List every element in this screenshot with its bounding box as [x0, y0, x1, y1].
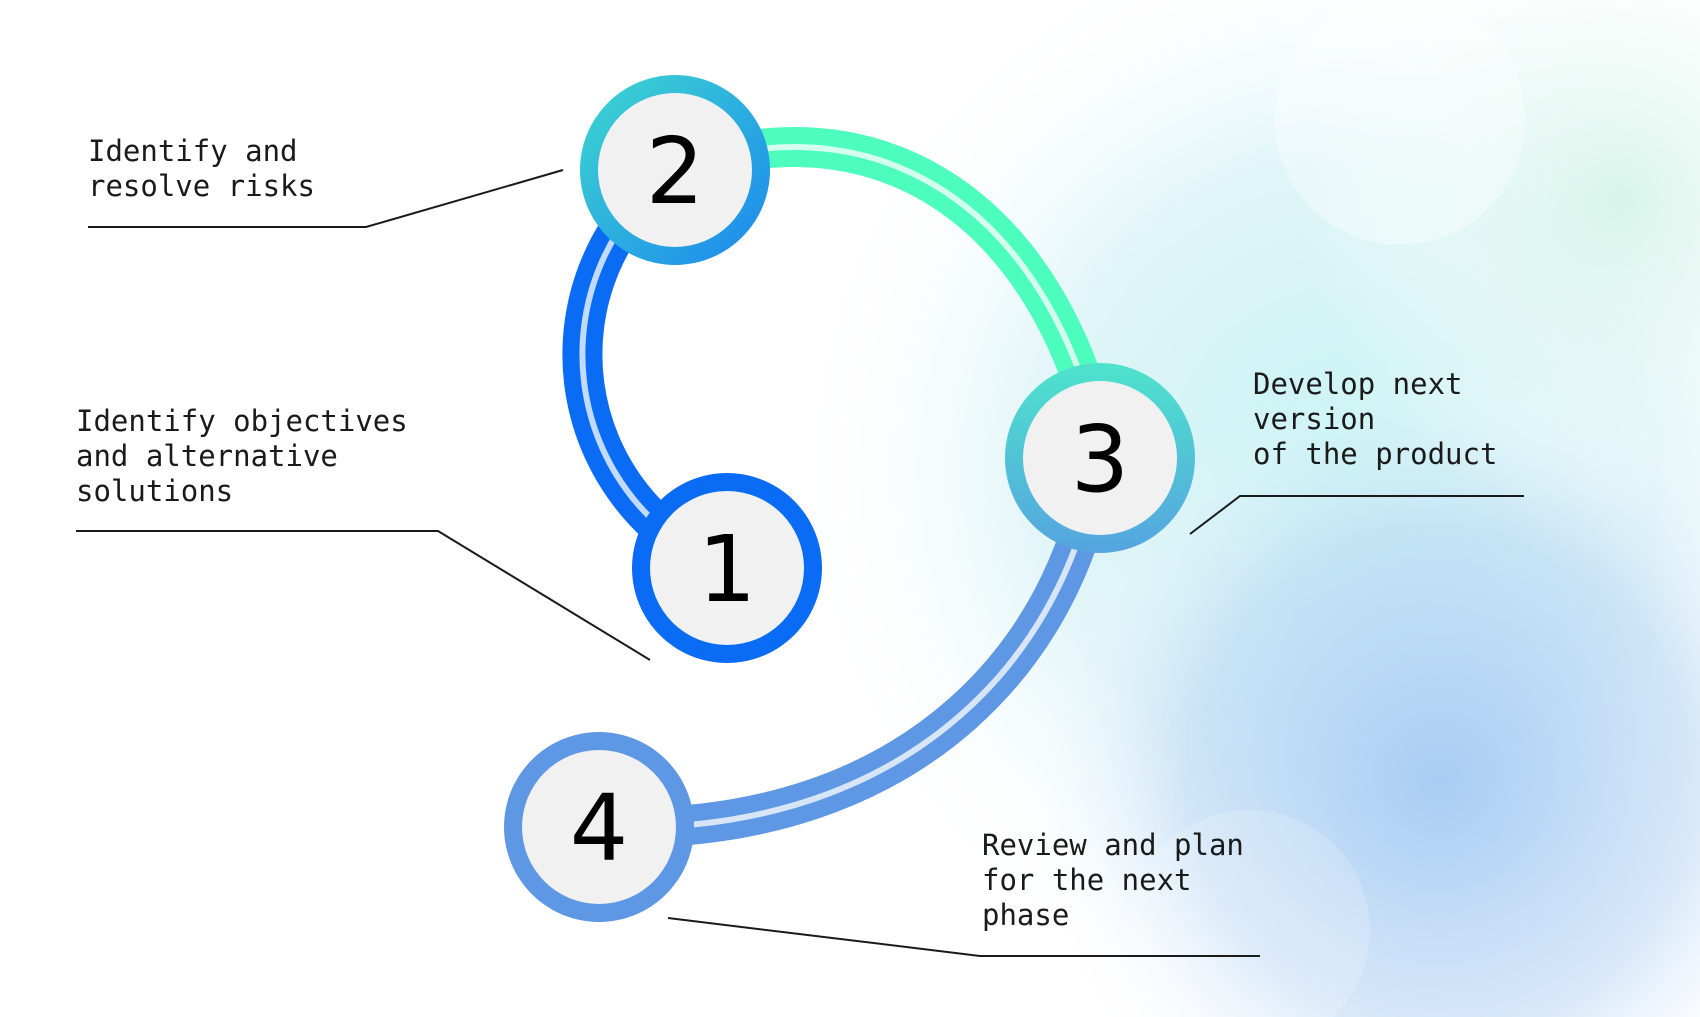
- step-node-disc-2: [598, 93, 752, 247]
- step-label-4-line-2: for the next: [982, 863, 1192, 897]
- step-nodes: 1 2 3 4: [504, 75, 1195, 922]
- step-label-2-line-1: Identify and: [88, 134, 298, 168]
- step-label-3-line-2: version: [1253, 402, 1375, 436]
- step-label-1-line-2: and alternative: [76, 439, 338, 473]
- step-node-2: 2: [580, 75, 770, 265]
- step-number-3: 3: [1071, 406, 1130, 513]
- step-number-4: 4: [570, 775, 629, 882]
- leader-line-step-2: [88, 169, 564, 228]
- leader-line-step-1: [76, 530, 651, 661]
- step-label-3-line-1: Develop next: [1253, 367, 1463, 401]
- step-label-1-line-1: Identify objectives: [76, 404, 408, 438]
- leader-lines: [76, 169, 1524, 957]
- step-node-1: 1: [632, 473, 822, 663]
- step-node-disc-3: [1023, 381, 1177, 535]
- step-label-2-line-2: resolve risks: [88, 169, 315, 203]
- step-label-3-line-3: of the product: [1253, 437, 1497, 471]
- step-number-1: 1: [698, 516, 757, 623]
- step-number-2: 2: [646, 118, 705, 225]
- step-label-4-line-3: phase: [982, 898, 1069, 932]
- leader-line-step-4: [667, 917, 1260, 957]
- leader-line-step-3: [1189, 495, 1524, 535]
- step-node-disc-1: [650, 491, 804, 645]
- step-node-3: 3: [1005, 363, 1195, 553]
- step-node-disc-4: [522, 750, 676, 904]
- step-node-4: 4: [504, 732, 694, 922]
- step-label-1-line-3: solutions: [76, 474, 233, 508]
- step-label-4-line-1: Review and plan: [982, 828, 1244, 862]
